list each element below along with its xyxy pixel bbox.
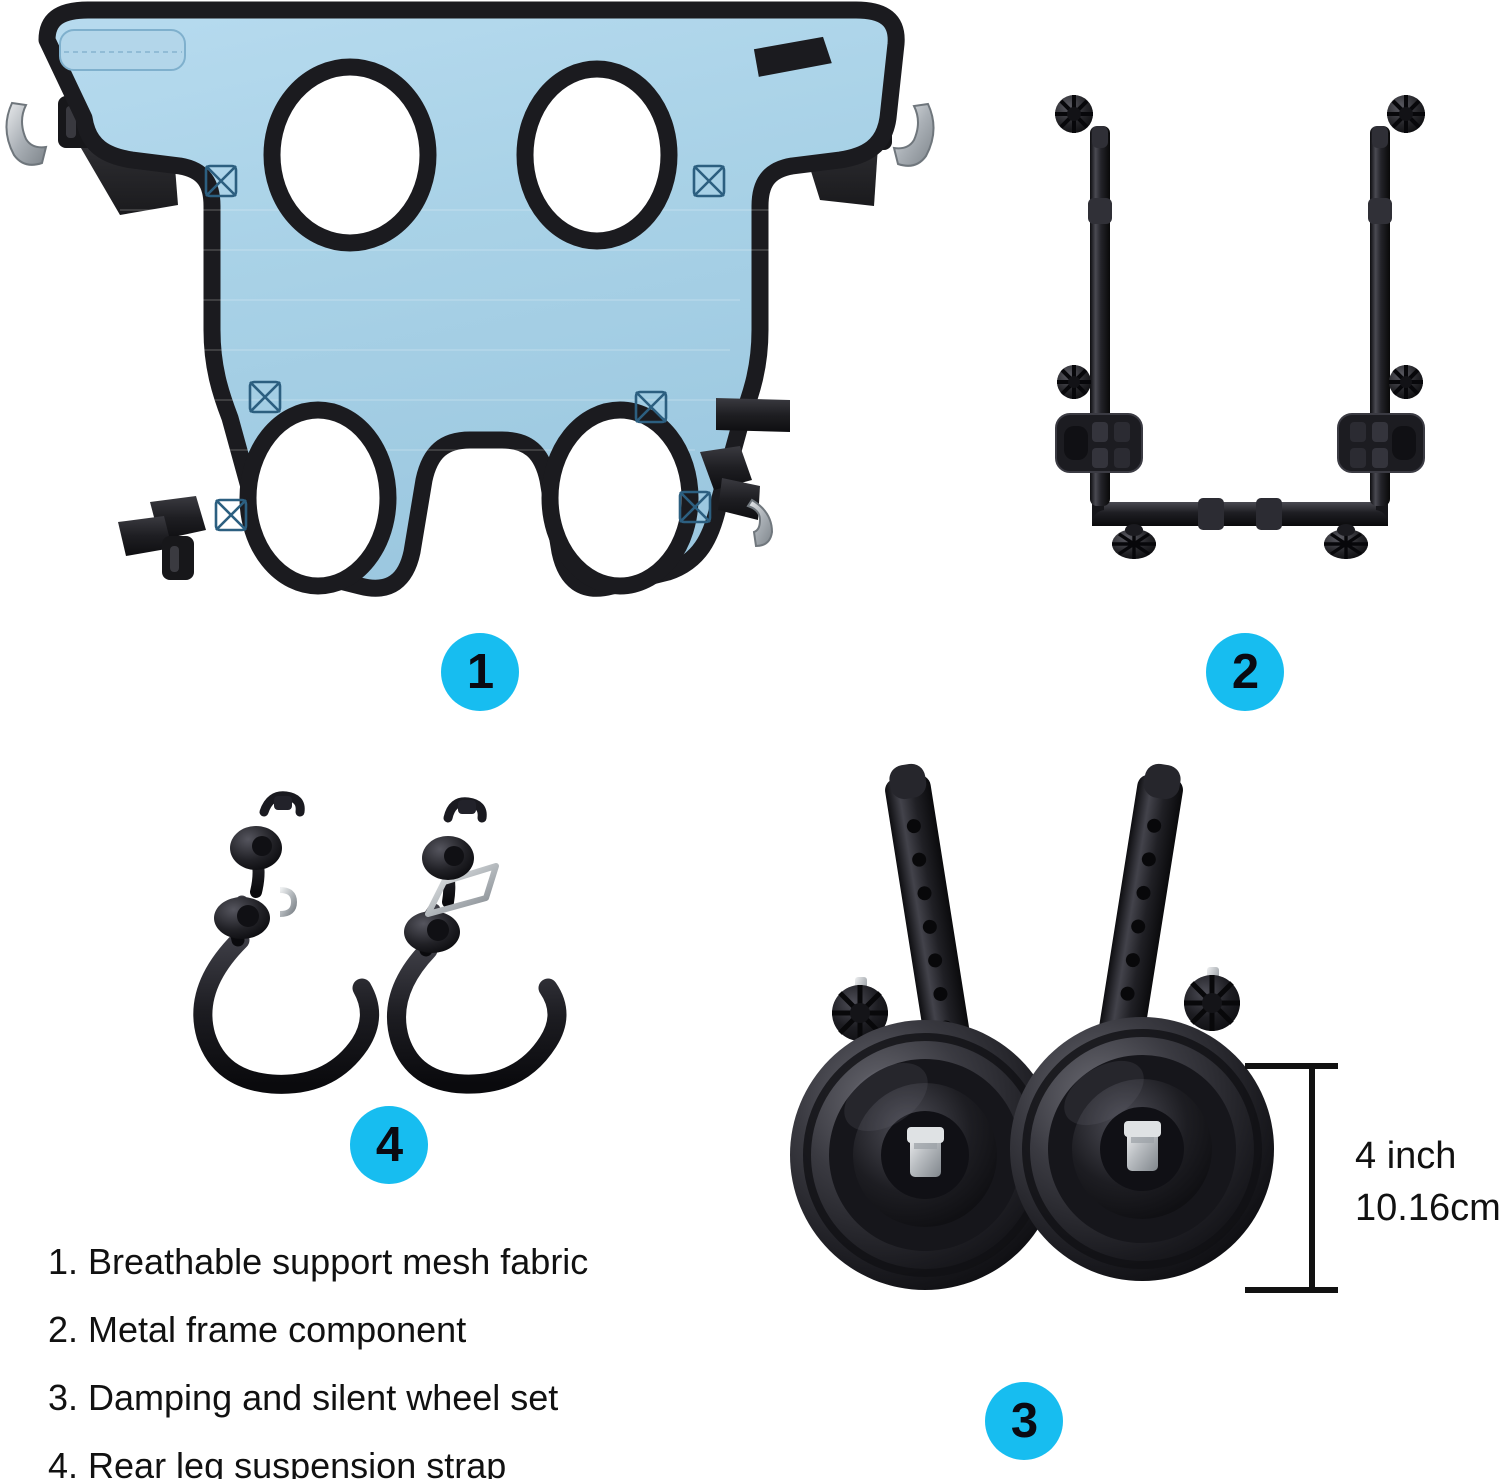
frame-knob-top-right xyxy=(1387,95,1425,133)
wheel-knob-left xyxy=(832,977,888,1041)
stitch-box xyxy=(692,164,726,198)
wheel-right-axle-bolt xyxy=(1124,1121,1161,1171)
dimension-metric-label: 10.16cm xyxy=(1355,1187,1500,1229)
dimension-annotation: 4 inch 10.16cm xyxy=(1245,1055,1500,1305)
frame-knob-top-left xyxy=(1055,95,1093,133)
harness-rear-tab-strap xyxy=(700,398,790,548)
suspension-toggle-right-lower xyxy=(404,911,460,953)
suspension-loop-left xyxy=(193,791,379,1094)
harness-velcro-strip-right xyxy=(753,36,832,77)
dimension-cap-top xyxy=(1245,1063,1338,1069)
frame-knob-bottom-right xyxy=(1324,524,1368,559)
harness-stitch-boxes xyxy=(204,164,726,532)
harness-leg-hole-front-left xyxy=(263,58,437,252)
stitch-box xyxy=(204,164,238,198)
suspension-clip-left xyxy=(259,791,305,817)
suspension-clip-right xyxy=(443,797,487,823)
suspension-strap-illustration xyxy=(160,790,610,1095)
frame-clamp-right xyxy=(1337,413,1425,473)
wheel-knob-right xyxy=(1184,967,1240,1031)
harness-front-tab-strap xyxy=(118,496,206,580)
harness-leg-hole-rear-left xyxy=(239,401,397,595)
callout-badge-1: 1 xyxy=(441,633,519,711)
callout-badge-2: 2 xyxy=(1206,633,1284,711)
wheel-right xyxy=(1010,1017,1274,1281)
suspension-buckle-left-hook xyxy=(279,887,298,917)
caption-item-2: 2. Metal frame component xyxy=(48,1309,467,1350)
dimension-cap-bottom xyxy=(1245,1287,1338,1293)
caption-item-4: 4. Rear leg suspension strap xyxy=(48,1445,507,1479)
frame-knob-bottom-left xyxy=(1112,524,1156,559)
frame-clamp-left xyxy=(1055,413,1143,473)
caption-list: 1. Breathable support mesh fabric 2. Met… xyxy=(48,1228,748,1479)
callout-badge-4: 4 xyxy=(350,1106,428,1184)
frame-right-upright xyxy=(1368,126,1392,526)
harness-leg-hole-front-right xyxy=(516,60,678,250)
frame-knob-mid-right xyxy=(1389,365,1423,399)
stitch-box xyxy=(214,498,248,532)
callout-badge-3: 3 xyxy=(985,1382,1063,1460)
caption-item-3: 3. Damping and silent wheel set xyxy=(48,1377,559,1418)
caption-item-1: 1. Breathable support mesh fabric xyxy=(48,1241,589,1282)
suspension-buckle-right xyxy=(425,863,499,917)
wheel-set-illustration xyxy=(790,745,1290,1315)
harness-velcro-flap-left xyxy=(59,29,186,71)
harness-leg-hole-rear-right xyxy=(541,401,699,595)
suspension-toggle-left-upper xyxy=(230,826,282,870)
wheel-left xyxy=(790,1020,1060,1290)
stitch-box xyxy=(248,380,282,414)
stitch-box xyxy=(678,490,712,524)
stitch-box xyxy=(634,390,668,424)
metal-frame-illustration xyxy=(1030,70,1450,590)
frame-knob-mid-left xyxy=(1057,365,1091,399)
frame-bottom-crossbar xyxy=(1092,498,1388,530)
suspension-toggle-right-upper xyxy=(422,836,474,880)
dimension-line xyxy=(1309,1063,1315,1293)
frame-left-upright xyxy=(1088,126,1112,526)
suspension-toggle-left-lower xyxy=(214,897,270,939)
harness-illustration xyxy=(0,0,945,620)
suspension-loop-right xyxy=(387,797,567,1094)
dimension-imperial-label: 4 inch xyxy=(1355,1135,1457,1177)
wheel-left-axle-bolt xyxy=(907,1127,944,1177)
